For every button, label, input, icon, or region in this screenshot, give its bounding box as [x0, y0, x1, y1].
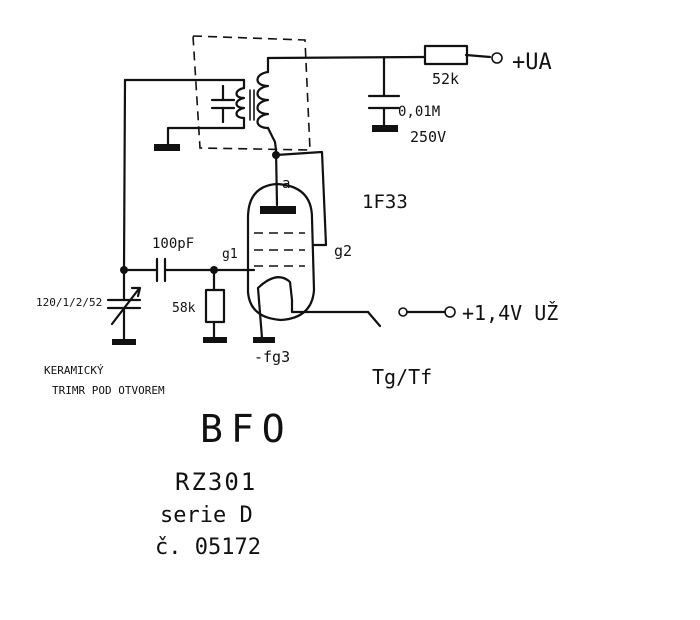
coil-shield-can — [192, 35, 311, 151]
anode-resistor — [423, 44, 469, 66]
capacitor-value-label: 0,01M — [398, 104, 440, 120]
anode-supply-label: +UA — [512, 50, 552, 75]
grid-input-network — [120, 257, 256, 283]
anode-supply-terminal — [491, 52, 503, 64]
anode-resistor-label: 52k — [432, 70, 459, 88]
grid-resistor — [203, 268, 227, 343]
vacuum-tube-1f33 — [246, 182, 370, 343]
anode-lead — [272, 148, 328, 247]
series-label: serie D — [160, 503, 253, 528]
coupling-cap-label: 100pF — [152, 236, 194, 252]
tuned-circuit — [123, 78, 255, 151]
note-line-1: KERAMICKÝ — [44, 364, 104, 377]
capacitor-voltage-label: 250V — [410, 128, 446, 146]
trimmer-capacitor — [106, 268, 142, 345]
top-rail-wire — [266, 53, 492, 60]
model-label: RZ301 — [175, 468, 257, 496]
anode-pin-label: a — [282, 176, 290, 192]
trimmer-value-label: 120/1/2/52 — [36, 296, 102, 309]
grid1-pin-label: g1 — [222, 247, 238, 262]
grid2-pin-label: g2 — [334, 242, 352, 260]
serial-label: č. 05172 — [155, 535, 261, 560]
switch-label: Tg/Tf — [372, 365, 432, 389]
decoupling-capacitor — [367, 56, 401, 132]
oscillator-coil — [256, 56, 278, 152]
note-line-2: TRIMR POD OTVOREM — [52, 384, 165, 397]
heater-supply-label: +1,4V UŽ — [462, 301, 558, 325]
heater-switch — [366, 306, 456, 328]
bfo-title: BFO — [200, 407, 293, 451]
left-feedback-wire — [122, 78, 127, 272]
heater-pin-label: -fg3 — [254, 348, 290, 366]
grid-resistor-label: 58k — [172, 301, 196, 316]
tube-type-label: 1F33 — [362, 191, 408, 213]
